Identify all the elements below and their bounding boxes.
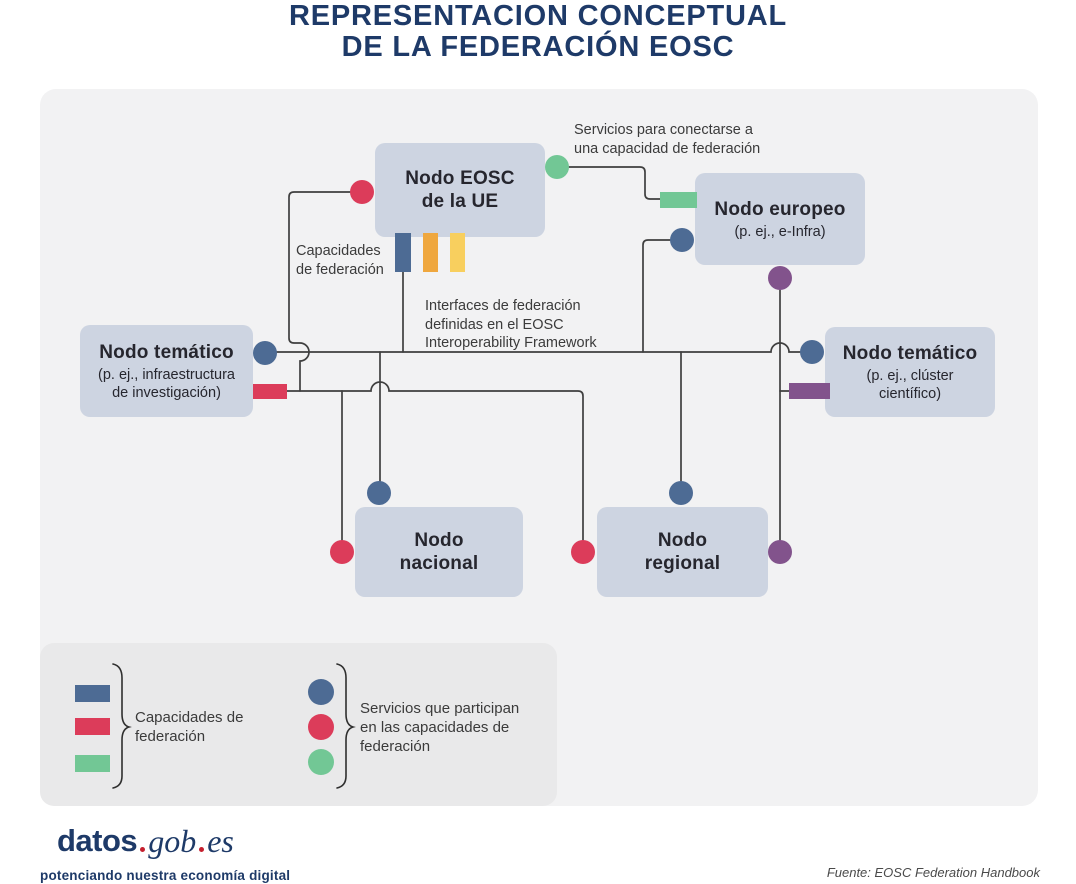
annotation-capacidades-line1: Capacidades	[296, 243, 381, 259]
node-eosc-ue-title-line2: de la UE	[421, 191, 499, 212]
logo-datos: datos	[57, 823, 138, 858]
node-tematico-izq-title: Nodo temático	[99, 341, 234, 363]
legend-panel	[40, 643, 557, 806]
node-europeo-subtitle: (p. ej., e-Infra)	[734, 223, 826, 240]
node-europeo-title: Nodo europeo	[714, 198, 846, 220]
service-dot-blue-europeo	[670, 228, 694, 252]
annotation-servicios-line1: Servicios para conectarse a	[574, 122, 753, 138]
legend-label-servicios: Servicios que participan en las capacida…	[360, 699, 519, 756]
node-tematico-der-sub1: (p. ej., clúster	[866, 367, 954, 384]
connector-red-bus	[286, 381, 584, 541]
legend-label-capacidades: Capacidades de federación	[135, 708, 243, 746]
annotation-servicios-line2: una capacidad de federación	[574, 140, 761, 157]
node-tematico-izq-sub2: de investigación)	[112, 384, 221, 401]
capacity-chip-purple-tematico-der	[789, 383, 830, 399]
node-tematico-der-sub2: científico)	[878, 385, 942, 402]
legend-dot-green	[308, 749, 334, 775]
logo-red-dot-2	[199, 847, 205, 852]
node-tematico-izq-sub1: (p. ej., infraestructura	[98, 366, 235, 383]
legend-servicios-line3: federación	[360, 738, 431, 755]
legend-dot-red	[308, 714, 334, 740]
node-regional-line2: regional	[644, 553, 721, 574]
capacity-chip-yellow-vertical	[450, 233, 465, 272]
annotation-servicios-conectarse: Servicios para conectarse a una capacida…	[574, 121, 760, 158]
annotation-interfaces: Interfaces de federación definidas en el…	[425, 297, 597, 353]
connector-green-service	[567, 166, 662, 200]
legend-brace-capacidades	[112, 663, 132, 789]
legend-servicios-line2: en las capacidades de	[360, 719, 510, 736]
capacity-chip-red-tematico-izq	[253, 384, 287, 399]
node-regional: Nodo regional	[597, 507, 768, 597]
service-dot-red-eosc	[350, 180, 374, 204]
connector-eosc-red-service	[288, 191, 359, 392]
node-tematico-derecha: Nodo temático (p. ej., clúster científic…	[825, 327, 995, 417]
node-europeo: Nodo europeo (p. ej., e-Infra)	[695, 173, 865, 265]
page-title-line2: DE LA FEDERACIÓN EOSC	[341, 31, 735, 63]
legend-capacidades-line2: federación	[135, 728, 206, 745]
service-dot-blue-tematico-der	[800, 340, 824, 364]
node-nacional: Nodo nacional	[355, 507, 523, 597]
annotation-interfaces-line1: Interfaces de federación	[425, 298, 581, 314]
capacity-chip-green-europeo	[660, 192, 697, 208]
source-credit: Fuente: EOSC Federation Handbook	[826, 865, 1040, 880]
legend-chip-blue	[75, 685, 110, 702]
connector-europeo-blue-service	[642, 239, 673, 353]
node-tematico-der-title: Nodo temático	[842, 342, 978, 364]
page-title: REPRESENTACION CONCEPTUAL DE LA FEDERACI…	[0, 1, 1076, 63]
legend-chip-red	[75, 718, 110, 735]
capacity-chip-orange-vertical	[423, 233, 438, 272]
annotation-interfaces-line2: definidas en el EOSC	[425, 316, 564, 333]
annotation-interfaces-line3: Interoperability Framework	[425, 335, 597, 351]
legend-dot-blue	[308, 679, 334, 705]
legend-servicios-line1: Servicios que participan	[360, 700, 520, 717]
logo-red-dot-1	[140, 847, 146, 852]
service-dot-purple-regional	[768, 540, 792, 564]
node-regional-line1: Nodo	[657, 530, 708, 551]
service-dot-blue-regional	[669, 481, 693, 505]
node-nacional-line1: Nodo	[414, 530, 464, 551]
datos-gob-es-logo: datos gob es	[57, 823, 234, 859]
annotation-capacidades: Capacidades de federación	[296, 242, 384, 279]
node-tematico-izquierda: Nodo temático (p. ej., infraestructura d…	[80, 325, 253, 417]
service-dot-blue-nacional	[367, 481, 391, 505]
service-dot-green-eosc	[545, 155, 569, 179]
service-dot-red-regional	[571, 540, 595, 564]
logo-es: es	[207, 823, 234, 859]
node-eosc-ue-title-line1: Nodo EOSC	[405, 168, 515, 189]
capacity-chip-blue-vertical	[395, 233, 411, 272]
node-nacional-line2: nacional	[399, 553, 479, 574]
legend-brace-servicios	[336, 663, 356, 789]
logo-tagline: potenciando nuestra economía digital	[40, 868, 291, 883]
legend-chip-green	[75, 755, 110, 772]
annotation-capacidades-line2: de federación	[296, 261, 384, 278]
logo-gob: gob	[148, 823, 197, 859]
service-dot-blue-tematico-izq	[253, 341, 277, 365]
service-dot-red-nacional	[330, 540, 354, 564]
node-eosc-ue: Nodo EOSC de la UE	[375, 143, 545, 237]
page-title-line1: REPRESENTACION CONCEPTUAL	[289, 0, 787, 32]
service-dot-purple-europeo	[768, 266, 792, 290]
legend-capacidades-line1: Capacidades de	[135, 709, 244, 726]
